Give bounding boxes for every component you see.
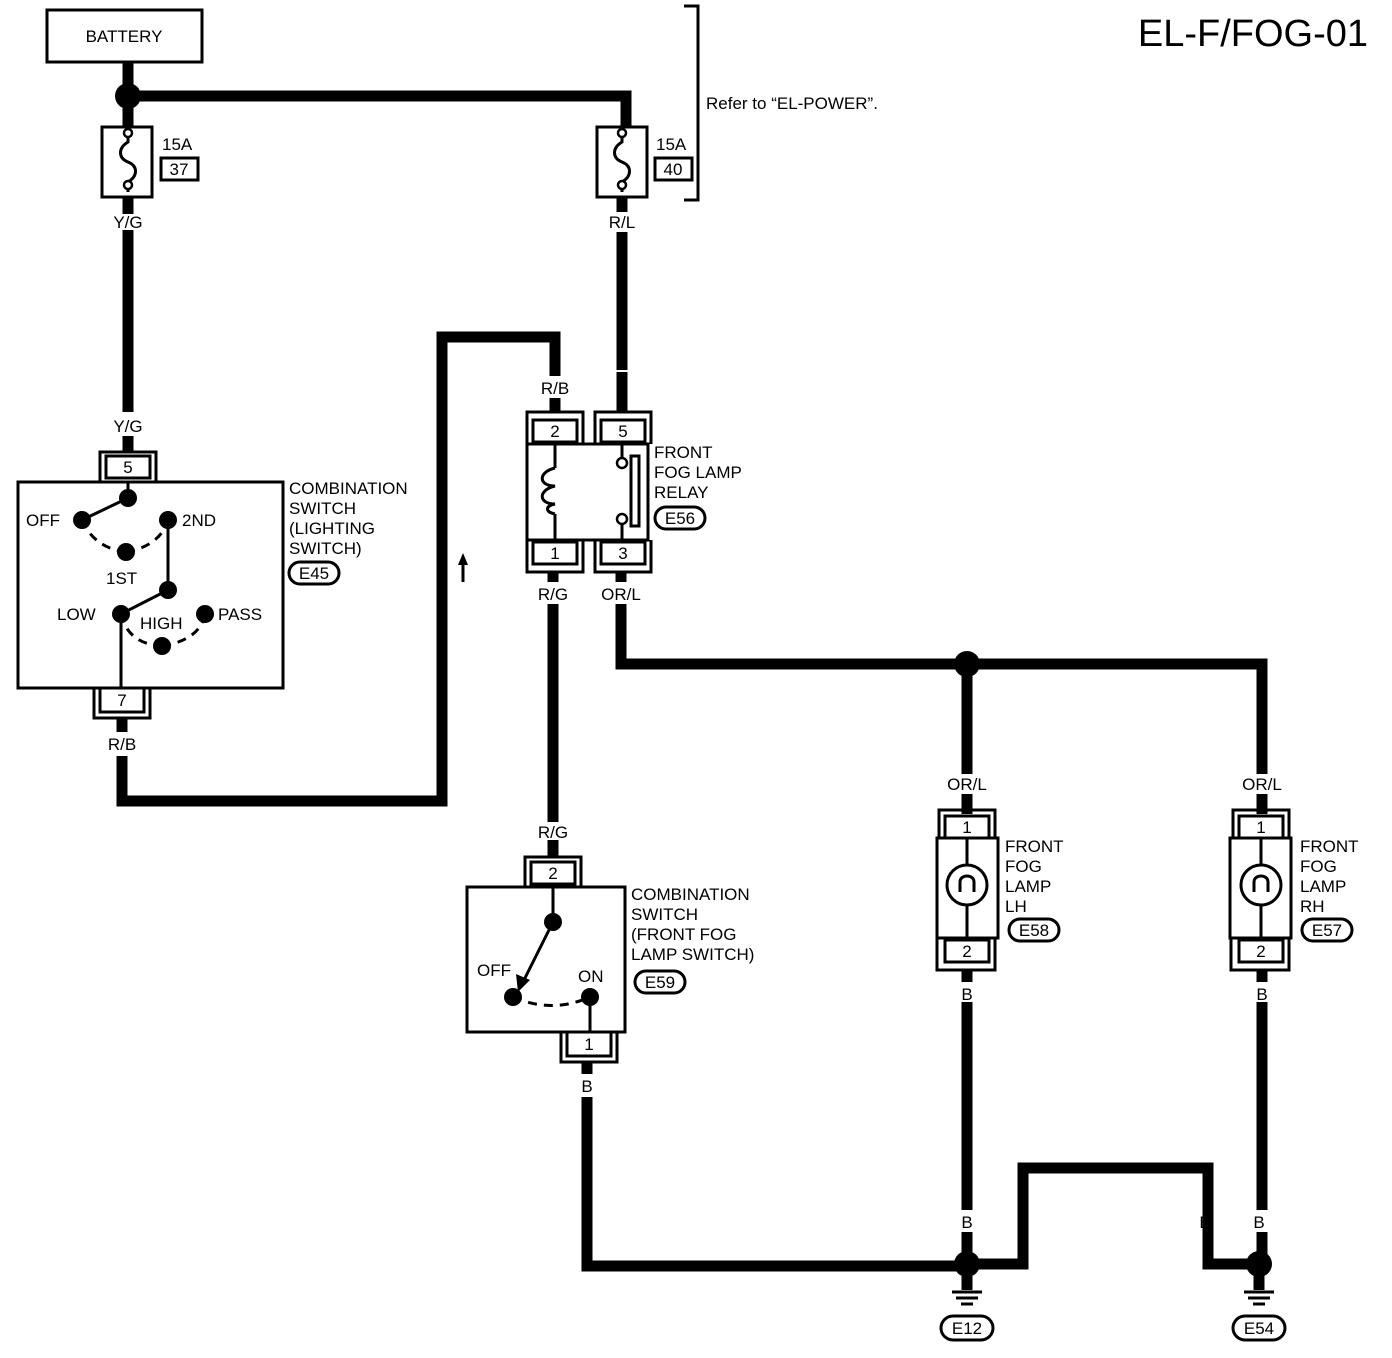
wire-color-b-lh: B [961, 985, 972, 1004]
fuse-40-amp: 15A [656, 135, 687, 154]
lamp-lh-name-2: FOG [1005, 857, 1042, 876]
relay-name-1: FRONT [654, 443, 713, 462]
lighting-switch-connector: E45 [299, 564, 329, 583]
lighting-switch: Y/G 5 7 R/B OFF 1ST 2ND LOW HIGH [16, 417, 408, 754]
fuse-40-number: 40 [664, 160, 683, 179]
lighting-switch-name-1: COMBINATION [289, 479, 408, 498]
position-1st: 1ST [106, 569, 137, 588]
wire-color-orl-lh: OR/L [947, 775, 987, 794]
wire-color-yg-bottom: Y/G [113, 417, 142, 436]
fog-lamp-switch: R/G 2 1 B OFF ON COMBINATION SWITCH (FRO… [465, 823, 754, 1096]
fog-position-off: OFF [477, 961, 511, 980]
lighting-pin-top: 5 [123, 458, 132, 477]
lamp-rh-name-4: RH [1300, 897, 1325, 916]
wire-color-b-e54: B [1253, 1213, 1264, 1232]
battery-label: BATTERY [86, 27, 163, 46]
wire-color-orl-rh: OR/L [1242, 775, 1282, 794]
fog-switch-pin-top: 2 [548, 864, 557, 883]
lamp-lh-connector: E58 [1019, 921, 1049, 940]
lamp-lh-pin-bottom: 2 [962, 942, 971, 961]
ground-e54: E54 [1231, 1276, 1287, 1342]
junctions [115, 83, 1272, 1277]
wire-color-rl: R/L [609, 213, 635, 232]
fog-switch-name-4: LAMP SWITCH) [631, 945, 754, 964]
ground-e54-label: E54 [1244, 1319, 1274, 1338]
fog-switch-name-3: (FRONT FOG [631, 925, 736, 944]
lighting-switch-name-3: (LIGHTING [289, 519, 375, 538]
lamp-rh-name-1: FRONT [1300, 837, 1359, 856]
wire-color-b-e12-right: B [1017, 1213, 1028, 1232]
fuse-37: 15A 37 Y/G [100, 125, 200, 232]
lamp-rh-pin-bottom: 2 [1256, 942, 1265, 961]
lighting-switch-name-2: SWITCH [289, 499, 356, 518]
battery: BATTERY [45, 8, 204, 64]
lighting-pin-bottom: 7 [117, 691, 126, 710]
lamp-lh-pin-top: 1 [962, 818, 971, 837]
power-bracket: Refer to “EL-POWER”. [684, 4, 878, 202]
ground-e12: E12 [939, 1276, 995, 1342]
wire-color-yg-top: Y/G [113, 213, 142, 232]
refer-note: Refer to “EL-POWER”. [706, 94, 878, 113]
relay-pin-1: 1 [550, 544, 559, 563]
fog-position-on: ON [578, 967, 604, 986]
ground-e12-label: E12 [952, 1319, 982, 1338]
fog-lamp-lh: OR/L 1 2 B FRONT FOG LAMP LH E58 [935, 775, 1064, 1004]
fog-switch-name-1: COMBINATION [631, 885, 750, 904]
page-title: EL-F/FOG-01 [1138, 13, 1368, 55]
relay-name-3: RELAY [654, 483, 709, 502]
lamp-lh-name-4: LH [1005, 897, 1027, 916]
lamp-rh-connector: E57 [1312, 921, 1342, 940]
junction-e54 [1246, 1251, 1272, 1277]
wire-color-b-e54-left: B [1199, 1213, 1210, 1232]
position-high: HIGH [140, 614, 183, 633]
fog-switch-connector: E59 [645, 973, 675, 992]
relay-connector: E56 [665, 509, 695, 528]
wires [116, 62, 1268, 1272]
relay-name-2: FOG LAMP [654, 463, 742, 482]
wire-color-orl-relay: OR/L [601, 585, 641, 604]
junction-e12 [954, 1251, 980, 1277]
wire-color-rg-relay: R/G [538, 585, 568, 604]
lamp-rh-name-3: LAMP [1300, 877, 1346, 896]
fog-switch-pin-bottom: 1 [584, 1035, 593, 1054]
fuse-37-number: 37 [170, 160, 189, 179]
wire-color-rb-relay: R/B [541, 379, 569, 398]
wire-color-rg-switch: R/G [538, 823, 568, 842]
lighting-switch-name-4: SWITCH) [289, 539, 362, 558]
fog-switch-name-2: SWITCH [631, 905, 698, 924]
lamp-rh-name-2: FOG [1300, 857, 1337, 876]
lamp-rh-pin-top: 1 [1256, 818, 1265, 837]
position-low: LOW [57, 605, 96, 624]
fuse-37-amp: 15A [162, 135, 193, 154]
relay-pin-3: 3 [618, 544, 627, 563]
wire-color-rb-switch: R/B [108, 735, 136, 754]
wire-color-b-e12: B [961, 1213, 972, 1232]
fog-lamp-relay: R/B 2 5 1 3 R/G OR/L FRONT FOG LAMP REL [525, 379, 742, 604]
position-off: OFF [26, 511, 60, 530]
position-2nd: 2ND [182, 511, 216, 530]
direction-arrow-icon [458, 553, 468, 582]
junction-battery [115, 83, 141, 109]
position-pass: PASS [218, 605, 262, 624]
wire-color-b-switch: B [581, 1077, 592, 1096]
fuse-40: 15A 40 R/L [595, 125, 694, 232]
junction-lamps [954, 651, 980, 677]
fog-lamp-rh: OR/L 1 2 B FRONT FOG LAMP RH E57 [1228, 775, 1359, 1004]
relay-pin-5: 5 [618, 422, 627, 441]
lamp-lh-name-3: LAMP [1005, 877, 1051, 896]
wire-color-b-rh: B [1256, 985, 1267, 1004]
lamp-lh-name-1: FRONT [1005, 837, 1064, 856]
relay-pin-2: 2 [550, 422, 559, 441]
